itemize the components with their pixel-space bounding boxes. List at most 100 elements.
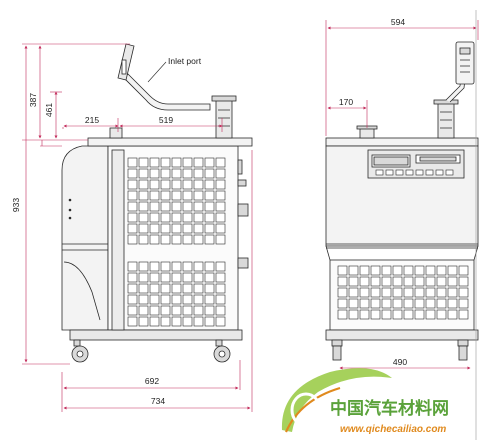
vent-cell: [204, 305, 215, 316]
watermark-text-cn: 中国汽车材料网: [330, 398, 449, 419]
vent-cell: [182, 212, 193, 223]
front-caster-right: [457, 339, 469, 361]
side-caster-rear: [71, 339, 89, 363]
vent-cell: [392, 287, 403, 298]
vent-cell: [370, 287, 381, 298]
vent-cell: [193, 190, 204, 201]
vent-cell: [127, 305, 138, 316]
vent-cell: [381, 265, 392, 276]
vent-cell: [215, 294, 226, 305]
vent-cell: [381, 309, 392, 320]
vent-cell: [425, 309, 436, 320]
vent-cell: [337, 309, 348, 320]
vent-cell: [171, 261, 182, 272]
vent-cell: [127, 223, 138, 234]
inlet-port-label: Inlet port: [168, 56, 202, 66]
vent-cell: [149, 316, 160, 327]
vent-cell: [171, 157, 182, 168]
panel-button: [435, 169, 444, 176]
side-upper-vent-grid: [127, 157, 226, 245]
vent-cell: [348, 276, 359, 287]
vent-cell: [127, 168, 138, 179]
vent-cell: [127, 294, 138, 305]
panel-button: [405, 169, 414, 176]
vent-cell: [348, 287, 359, 298]
vent-cell: [436, 276, 447, 287]
vent-cell: [403, 276, 414, 287]
vent-cell: [138, 179, 149, 190]
vent-cell: [359, 309, 370, 320]
vent-cell: [458, 309, 469, 320]
vent-cell: [182, 234, 193, 245]
vent-cell: [458, 265, 469, 276]
vent-cell: [171, 179, 182, 190]
vent-cell: [149, 157, 160, 168]
vent-cell: [193, 305, 204, 316]
vent-cell: [138, 157, 149, 168]
vent-cell: [381, 298, 392, 309]
vent-cell: [359, 265, 370, 276]
vent-cell: [171, 223, 182, 234]
vent-cell: [414, 298, 425, 309]
vent-cell: [138, 316, 149, 327]
vent-cell: [425, 265, 436, 276]
vent-cell: [127, 157, 138, 168]
vent-cell: [403, 265, 414, 276]
vent-cell: [138, 212, 149, 223]
vent-cell: [392, 265, 403, 276]
side-lower-vent-grid: [127, 261, 226, 327]
vent-cell: [337, 265, 348, 276]
vent-cell: [348, 265, 359, 276]
vent-cell: [193, 234, 204, 245]
vent-cell: [160, 179, 171, 190]
vent-cell: [193, 261, 204, 272]
vent-cell: [182, 190, 193, 201]
vent-cell: [138, 168, 149, 179]
panel-button: [425, 169, 434, 176]
vent-cell: [215, 305, 226, 316]
side-dimensions: [22, 43, 253, 412]
vent-cell: [204, 283, 215, 294]
vent-cell: [138, 305, 149, 316]
vent-cell: [204, 272, 215, 283]
vent-cell: [127, 316, 138, 327]
dim-734: 734: [151, 396, 165, 406]
vent-cell: [127, 261, 138, 272]
vent-cell: [381, 287, 392, 298]
vent-cell: [127, 179, 138, 190]
dim-692: 692: [145, 376, 159, 386]
front-lower-vent-grid: [337, 265, 469, 320]
vent-cell: [403, 287, 414, 298]
vent-cell: [182, 157, 193, 168]
vent-cell: [370, 309, 381, 320]
front-panel-buttons: [375, 169, 454, 176]
vent-cell: [204, 179, 215, 190]
vent-cell: [370, 298, 381, 309]
vent-cell: [127, 212, 138, 223]
vent-cell: [425, 298, 436, 309]
watermark-url: www.qichecailiao.com: [340, 424, 446, 435]
vent-cell: [160, 190, 171, 201]
vent-cell: [171, 234, 182, 245]
vent-cell: [337, 287, 348, 298]
vent-cell: [204, 316, 215, 327]
front-dimensions: [325, 10, 479, 440]
vent-cell: [160, 272, 171, 283]
vent-cell: [193, 272, 204, 283]
vent-cell: [160, 223, 171, 234]
vent-cell: [392, 309, 403, 320]
vent-cell: [138, 272, 149, 283]
vent-cell: [348, 309, 359, 320]
vent-cell: [215, 157, 226, 168]
vent-cell: [171, 272, 182, 283]
vent-cell: [138, 201, 149, 212]
dim-933: 933: [11, 198, 21, 212]
vent-cell: [149, 201, 160, 212]
inlet-port-leader: [147, 61, 167, 83]
vent-cell: [138, 190, 149, 201]
panel-button: [445, 169, 454, 176]
vent-cell: [392, 298, 403, 309]
vent-cell: [337, 276, 348, 287]
vent-cell: [436, 287, 447, 298]
dim-461: 461: [44, 103, 54, 117]
